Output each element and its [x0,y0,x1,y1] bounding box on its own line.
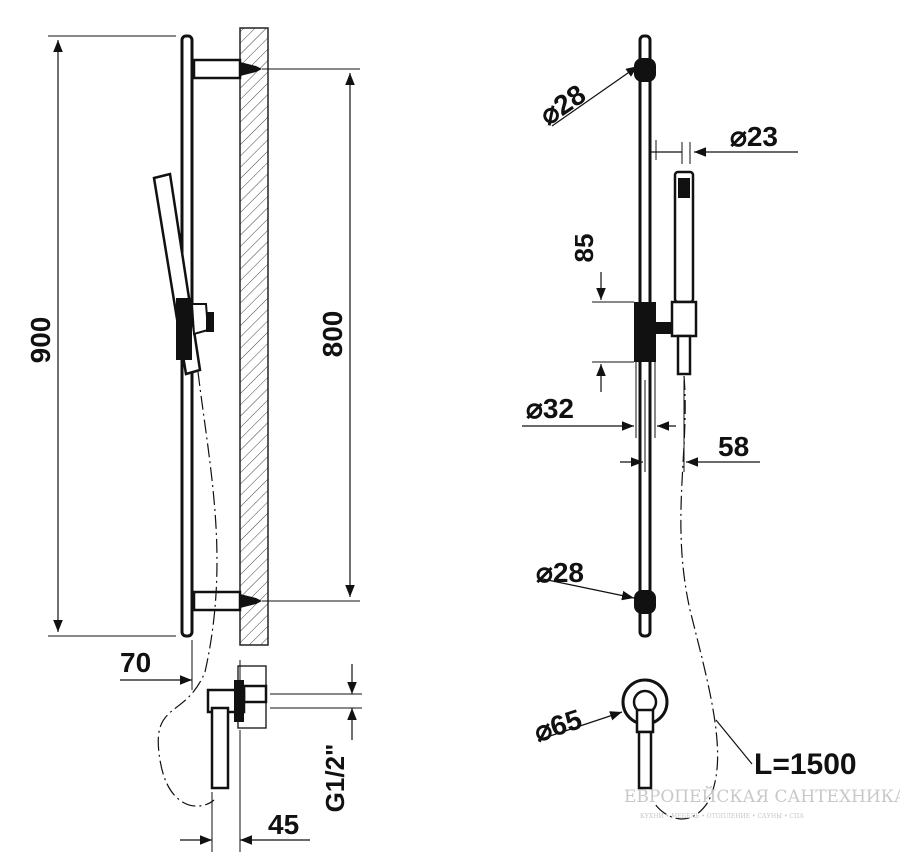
dim-85-label: 85 [569,234,599,263]
hose-length-label: L=1500 [754,748,857,781]
dim-800-label: 800 [317,311,348,358]
side-hand-shower [152,172,214,376]
wall-hatched [239,27,269,646]
side-view: 900 800 70 45 G1/2" [25,27,362,852]
dim-45-label: 45 [268,809,299,840]
dim-dia-23: ⌀23 [730,121,778,152]
dim-dia-28-bottom: ⌀28 [536,557,584,588]
side-bracket-top [192,58,360,80]
front-slider [634,302,656,362]
front-hose [654,375,719,820]
dim-dia-65: ⌀65 [530,703,585,747]
front-bracket-top [634,58,656,82]
dim-58-label: 58 [718,431,749,462]
watermark: ЕВРОПЕЙСКАЯ САНТЕХНИКА КУХНИ • МЕБЕЛЬ • … [624,786,900,820]
side-hose [157,371,218,807]
front-view: ⌀28 ⌀23 85 ⌀32 58 ⌀28 ⌀65 L=15 [522,34,857,820]
front-hand-shower [670,170,698,376]
watermark-title: ЕВРОПЕЙСКАЯ САНТЕХНИКА [624,786,900,807]
watermark-subtitle: КУХНИ • МЕБЕЛЬ • ОТОПЛЕНИЕ • САУНЫ • СПА [640,813,804,820]
dim-thread-label: G1/2" [320,744,350,813]
front-bracket-bottom [634,590,656,614]
front-outlet [621,678,669,790]
dim-dia-28-top: ⌀28 [534,78,591,131]
side-bracket-bottom [192,590,360,612]
side-outlet [206,665,268,790]
dim-70-label: 70 [120,647,151,678]
dim-dia-32: ⌀32 [526,393,574,424]
dim-900-label: 900 [25,317,56,364]
